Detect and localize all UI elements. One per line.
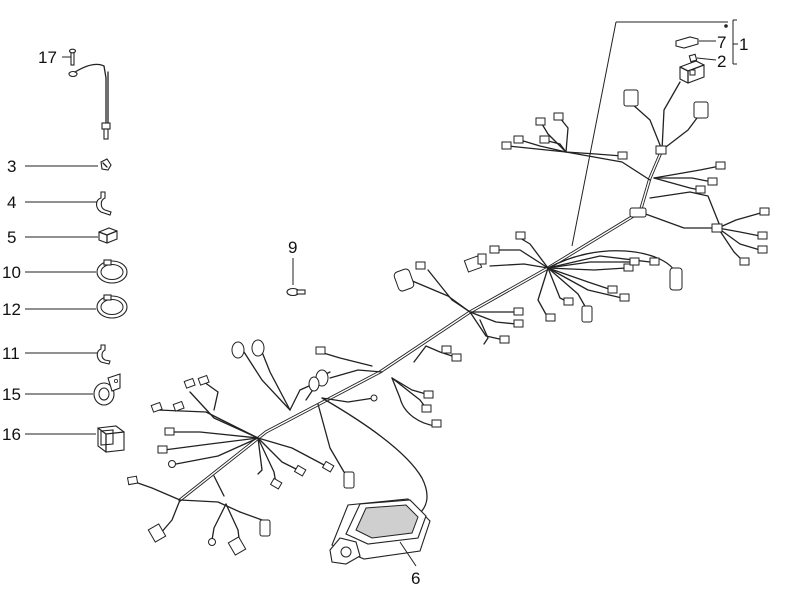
control-unit-part-6 (329, 498, 431, 565)
callout-2: 2 (717, 52, 726, 71)
callout-4: 4 (7, 193, 16, 212)
callout-5: 5 (7, 228, 16, 247)
fuse-box-holder (679, 60, 705, 84)
main-wiring-harness (134, 81, 765, 547)
screw-part-9 (286, 258, 306, 297)
harness-connectors (126, 89, 770, 556)
callout-16: 16 (2, 425, 21, 444)
callout-17: 17 (38, 48, 57, 67)
ground-cable-part-17 (62, 48, 111, 140)
callout-11: 11 (2, 344, 20, 363)
fuse-part-2 (688, 53, 698, 63)
holder-part-16 (25, 425, 125, 453)
callout-3: 3 (7, 157, 16, 176)
clip-part-11 (25, 344, 111, 365)
callout-labels: 17 3 4 5 10 12 11 15 16 9 6 7 2 1 (2, 33, 748, 588)
cable-tie-part-10 (25, 259, 128, 284)
leader-lines (399, 19, 738, 567)
callout-7: 7 (717, 33, 726, 52)
callout-9: 9 (288, 238, 297, 257)
callout-15: 15 (2, 385, 21, 404)
callout-10: 10 (2, 263, 21, 282)
callout-12: 12 (2, 300, 21, 319)
callout-6: 6 (411, 569, 420, 588)
clip-part-3 (25, 158, 112, 171)
bracket-clamp-part-15 (25, 373, 121, 406)
clamp-part-4 (25, 191, 112, 216)
fuse-part-7 (675, 36, 699, 49)
grommet-part-5 (25, 227, 118, 244)
callout-1: 1 (739, 35, 748, 54)
cable-tie-part-12 (25, 294, 128, 319)
